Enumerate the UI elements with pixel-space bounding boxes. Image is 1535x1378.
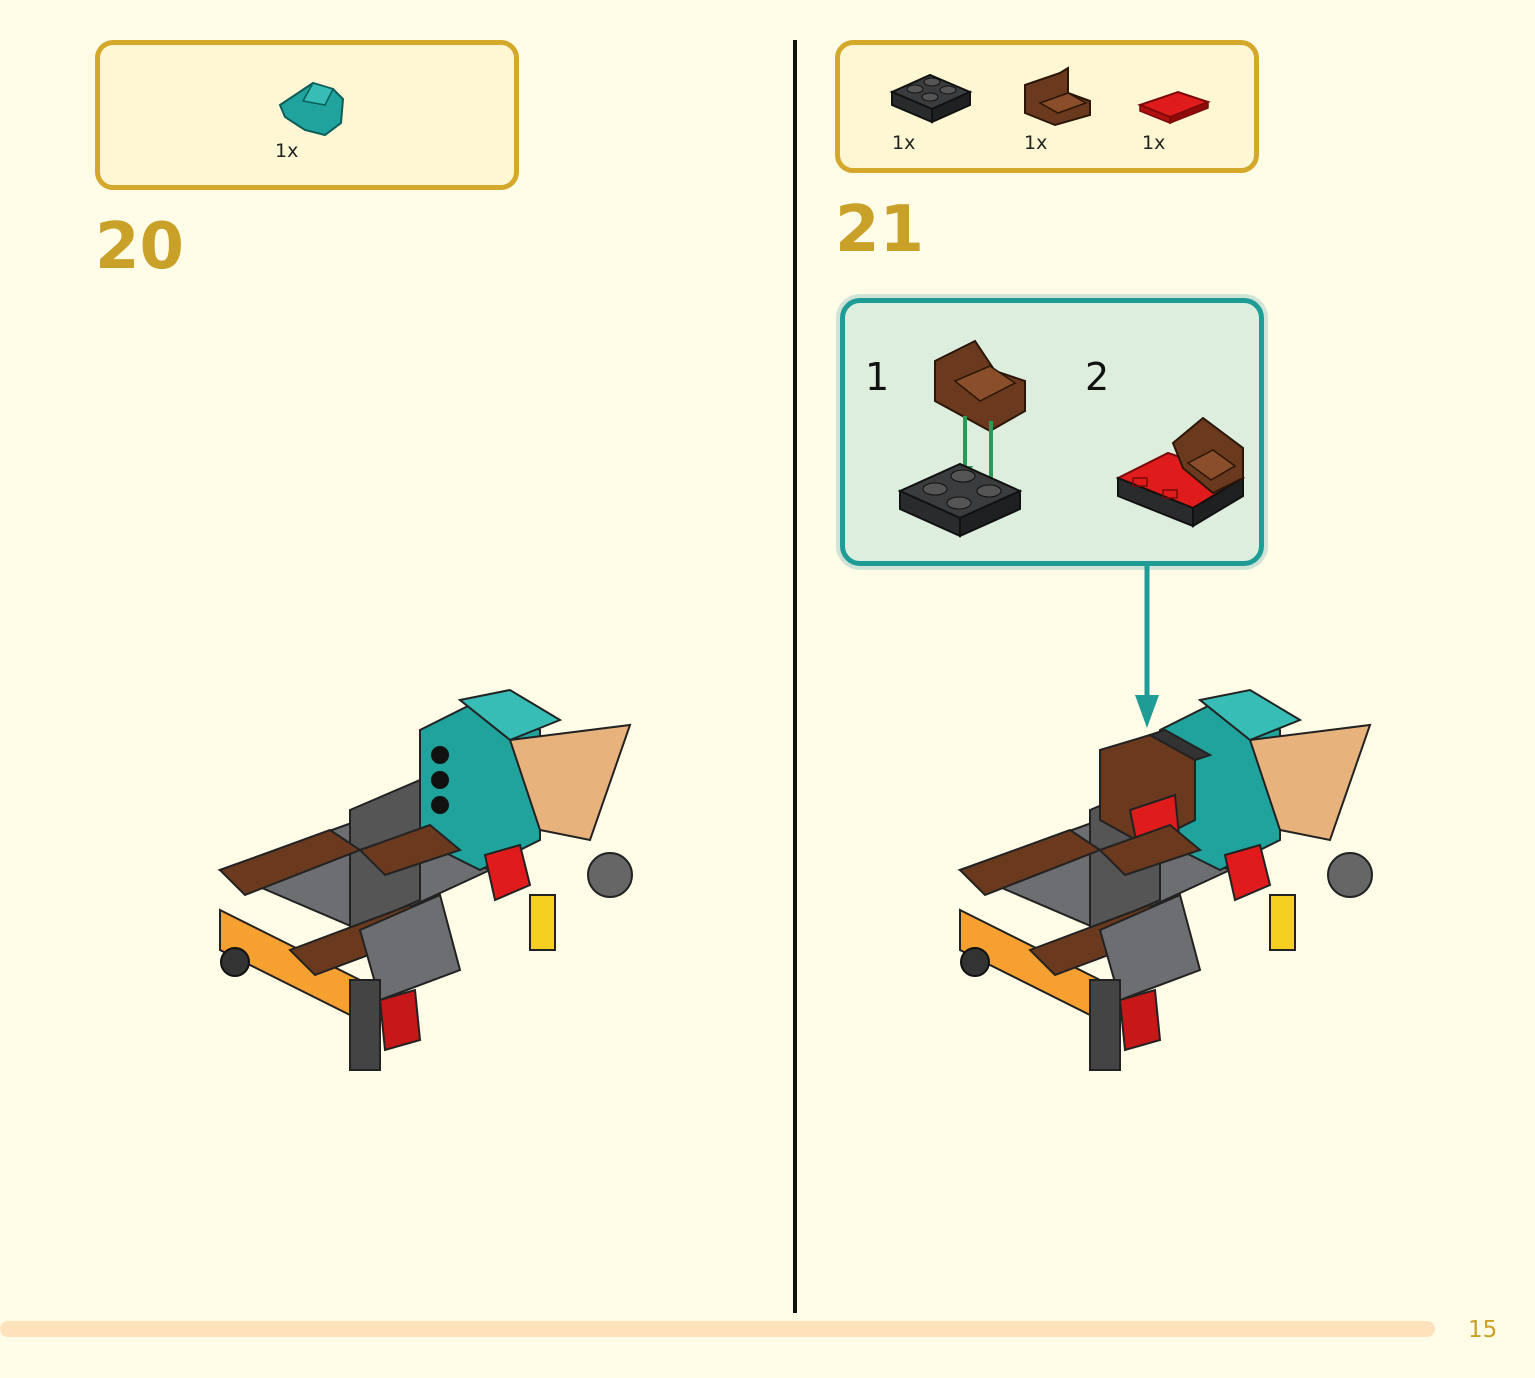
connector-arrow bbox=[1135, 563, 1159, 728]
part-qty: 1x bbox=[275, 140, 299, 162]
substep-number: 1 bbox=[865, 355, 890, 399]
parts-box-step-21: 1x 1x 1x bbox=[835, 40, 1259, 173]
part-qty: 1x bbox=[1024, 132, 1048, 154]
page-divider bbox=[793, 40, 797, 1313]
step-number: 21 bbox=[835, 193, 925, 267]
substep-box: 1 2 bbox=[840, 298, 1264, 566]
brown-seat-icon bbox=[1024, 66, 1091, 127]
model-step-20 bbox=[217, 688, 633, 1071]
substep-2-illustration bbox=[1115, 416, 1246, 528]
step-number: 20 bbox=[95, 210, 185, 284]
substep-1-illustration bbox=[897, 339, 1026, 538]
part-qty: 1x bbox=[1142, 132, 1166, 154]
part-qty: 1x bbox=[892, 132, 916, 154]
substep-number: 2 bbox=[1085, 355, 1110, 399]
page-number: 15 bbox=[1468, 1317, 1498, 1343]
model-step-21 bbox=[957, 688, 1373, 1071]
dark-grey-plate-2x2-icon bbox=[889, 73, 973, 124]
parts-box-step-20: 1x bbox=[95, 40, 519, 190]
page-progress-bar bbox=[0, 1321, 1435, 1337]
red-tile-icon bbox=[1137, 90, 1211, 125]
teal-wedge-plate-icon bbox=[278, 81, 345, 137]
